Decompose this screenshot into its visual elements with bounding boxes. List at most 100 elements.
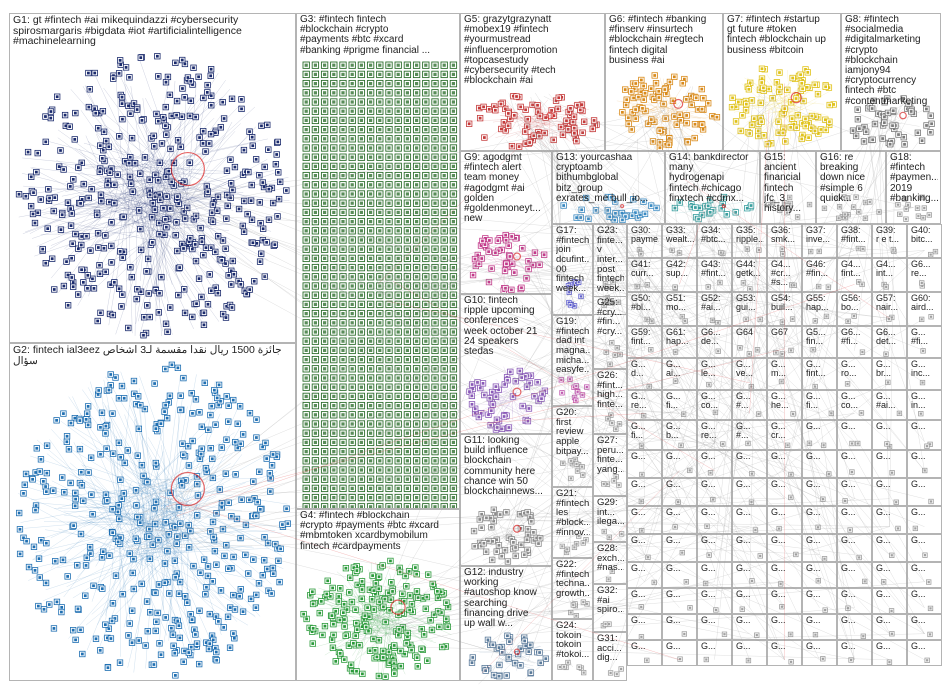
- group-box-g53: G53: gui...: [732, 292, 767, 326]
- group-label: G...: [701, 590, 716, 599]
- group-box-g126: G...: [767, 534, 802, 562]
- group-label: G32: #ai spiro...: [597, 586, 624, 616]
- group-label: G22: #fintech techna... growth...: [556, 560, 590, 599]
- group-label: G15: ancient financial fintech jfc_3 his…: [764, 153, 802, 214]
- group-box-g75: G... br...: [872, 358, 907, 390]
- node-cluster: [16, 361, 291, 679]
- group-box-g141: G...: [662, 588, 697, 614]
- group-label: G...: [771, 590, 786, 599]
- self-loop: [620, 203, 625, 209]
- group-box-g65: G6... #fi...: [837, 326, 872, 358]
- group-label: G...: [771, 616, 786, 625]
- group-box-g111: G...: [872, 478, 907, 506]
- group-box-g125: G...: [732, 534, 767, 562]
- group-box-g37: G37: inve...: [802, 224, 837, 258]
- group-label: G...: [736, 508, 751, 517]
- group-box-g31: G31: acci... dig...: [593, 632, 627, 681]
- group-box-g101: G...: [837, 450, 872, 478]
- group-box-g150: G...: [662, 614, 697, 640]
- group-box-g104: G...: [627, 478, 662, 506]
- group-box-g78: G... fi...: [662, 390, 697, 420]
- group-label: G...: [701, 564, 716, 573]
- group-box-g38: G38: #fint...: [837, 224, 872, 258]
- group-box-g149: G...: [627, 614, 662, 640]
- group-label: G...: [666, 508, 681, 517]
- node-cluster: [15, 53, 290, 339]
- group-label: G...: [876, 480, 891, 489]
- group-label: G50: #bl...: [631, 294, 651, 313]
- group-label: G4... #cr... #s...: [771, 260, 791, 288]
- group-label: G...: [666, 590, 681, 599]
- group-label: G57: nair...: [876, 294, 899, 313]
- group-box-g30: G30: payme...: [627, 224, 662, 258]
- group-box-g71: G... ve...: [732, 358, 767, 390]
- group-label: G3: #fintech fintech #blockchain #crypto…: [300, 15, 431, 56]
- group-box-g88: G... re...: [697, 420, 732, 450]
- group-box-g25: G25: #cry... #fin... #cry...: [593, 296, 627, 369]
- group-label: G...: [911, 590, 926, 599]
- group-label: G...: [701, 642, 716, 651]
- group-label: G...: [841, 616, 856, 625]
- group-label: G...: [771, 508, 786, 517]
- group-label: G...: [701, 452, 716, 461]
- group-box-g4: G4: #fintech #blockchain #crypto #paymen…: [296, 509, 460, 681]
- group-box-g163: G...: [802, 640, 837, 666]
- group-box-g66: G6... det...: [872, 326, 907, 358]
- group-label: G...: [631, 642, 646, 651]
- group-label: G27: peru... finte... yang...: [597, 436, 624, 475]
- group-label: G... br...: [876, 360, 892, 379]
- group-box-g148: G...: [907, 588, 942, 614]
- group-box-g113: G...: [627, 506, 662, 534]
- group-label: G... m...: [771, 360, 786, 379]
- group-box-g160: G...: [697, 640, 732, 666]
- group-label: G...: [911, 508, 926, 517]
- group-label: G...: [736, 642, 751, 651]
- group-label: G30: payme...: [631, 226, 659, 245]
- group-label: G... #...: [736, 422, 751, 441]
- group-label: G4: #fintech #blockchain #crypto #paymen…: [300, 511, 439, 552]
- group-label: G21: #fintech les #block... #innov...: [556, 489, 590, 538]
- group-box-g29: G29: int... ilega...: [593, 496, 627, 542]
- group-label: G33: wealt...: [666, 226, 694, 245]
- group-box-g158: G...: [627, 640, 662, 666]
- group-box-g130: G...: [907, 534, 942, 562]
- group-label: G46: #fin...: [806, 260, 829, 279]
- group-box-g108: G...: [767, 478, 802, 506]
- group-label: G...: [876, 564, 891, 573]
- group-box-g145: G...: [802, 588, 837, 614]
- group-box-g35: G35: ripple...: [732, 224, 767, 258]
- group-box-g122: G...: [627, 534, 662, 562]
- group-label: G44: getk...: [736, 260, 761, 279]
- group-label: G17: #fintech join dcufint... 00 fintech…: [556, 226, 590, 294]
- group-box-g133: G...: [697, 562, 732, 588]
- group-box-g99: G...: [767, 450, 802, 478]
- group-label: G...: [771, 564, 786, 573]
- group-label: G...: [806, 452, 821, 461]
- group-label: G56: bo...: [841, 294, 861, 313]
- group-label: G...: [876, 590, 891, 599]
- group-box-g134: G...: [732, 562, 767, 588]
- group-box-g62: G64: [732, 326, 767, 358]
- group-box-g24: G24: tokoin tokoin #tokoi...: [552, 619, 593, 681]
- self-loop: [512, 387, 522, 397]
- group-box-g55: G55: hap...: [802, 292, 837, 326]
- group-label: G...: [666, 452, 681, 461]
- group-label: G...: [876, 642, 891, 651]
- group-label: G67: [771, 328, 789, 337]
- group-label: G... ro...: [841, 360, 857, 379]
- group-box-g161: G...: [732, 640, 767, 666]
- group-box-g86: G... fi...: [627, 420, 662, 450]
- group-box-g102: G...: [872, 450, 907, 478]
- group-box-g143: G...: [732, 588, 767, 614]
- group-label: G...: [631, 590, 646, 599]
- group-label: G...: [911, 480, 926, 489]
- group-box-g13: G13: yourcashaa cryptoamb bithumbglobal …: [552, 151, 665, 224]
- group-box-g94: G...: [907, 420, 942, 450]
- group-label: G19: #fintech dad int magna... micha... …: [556, 317, 590, 376]
- group-label: G...: [701, 480, 716, 489]
- group-label: G6... de...: [701, 328, 721, 347]
- group-box-g100: G...: [802, 450, 837, 478]
- group-label: G42: sup...: [666, 260, 689, 279]
- group-box-g12: G12: industry working #autoshop know sea…: [460, 566, 552, 681]
- group-label: G...: [701, 536, 716, 545]
